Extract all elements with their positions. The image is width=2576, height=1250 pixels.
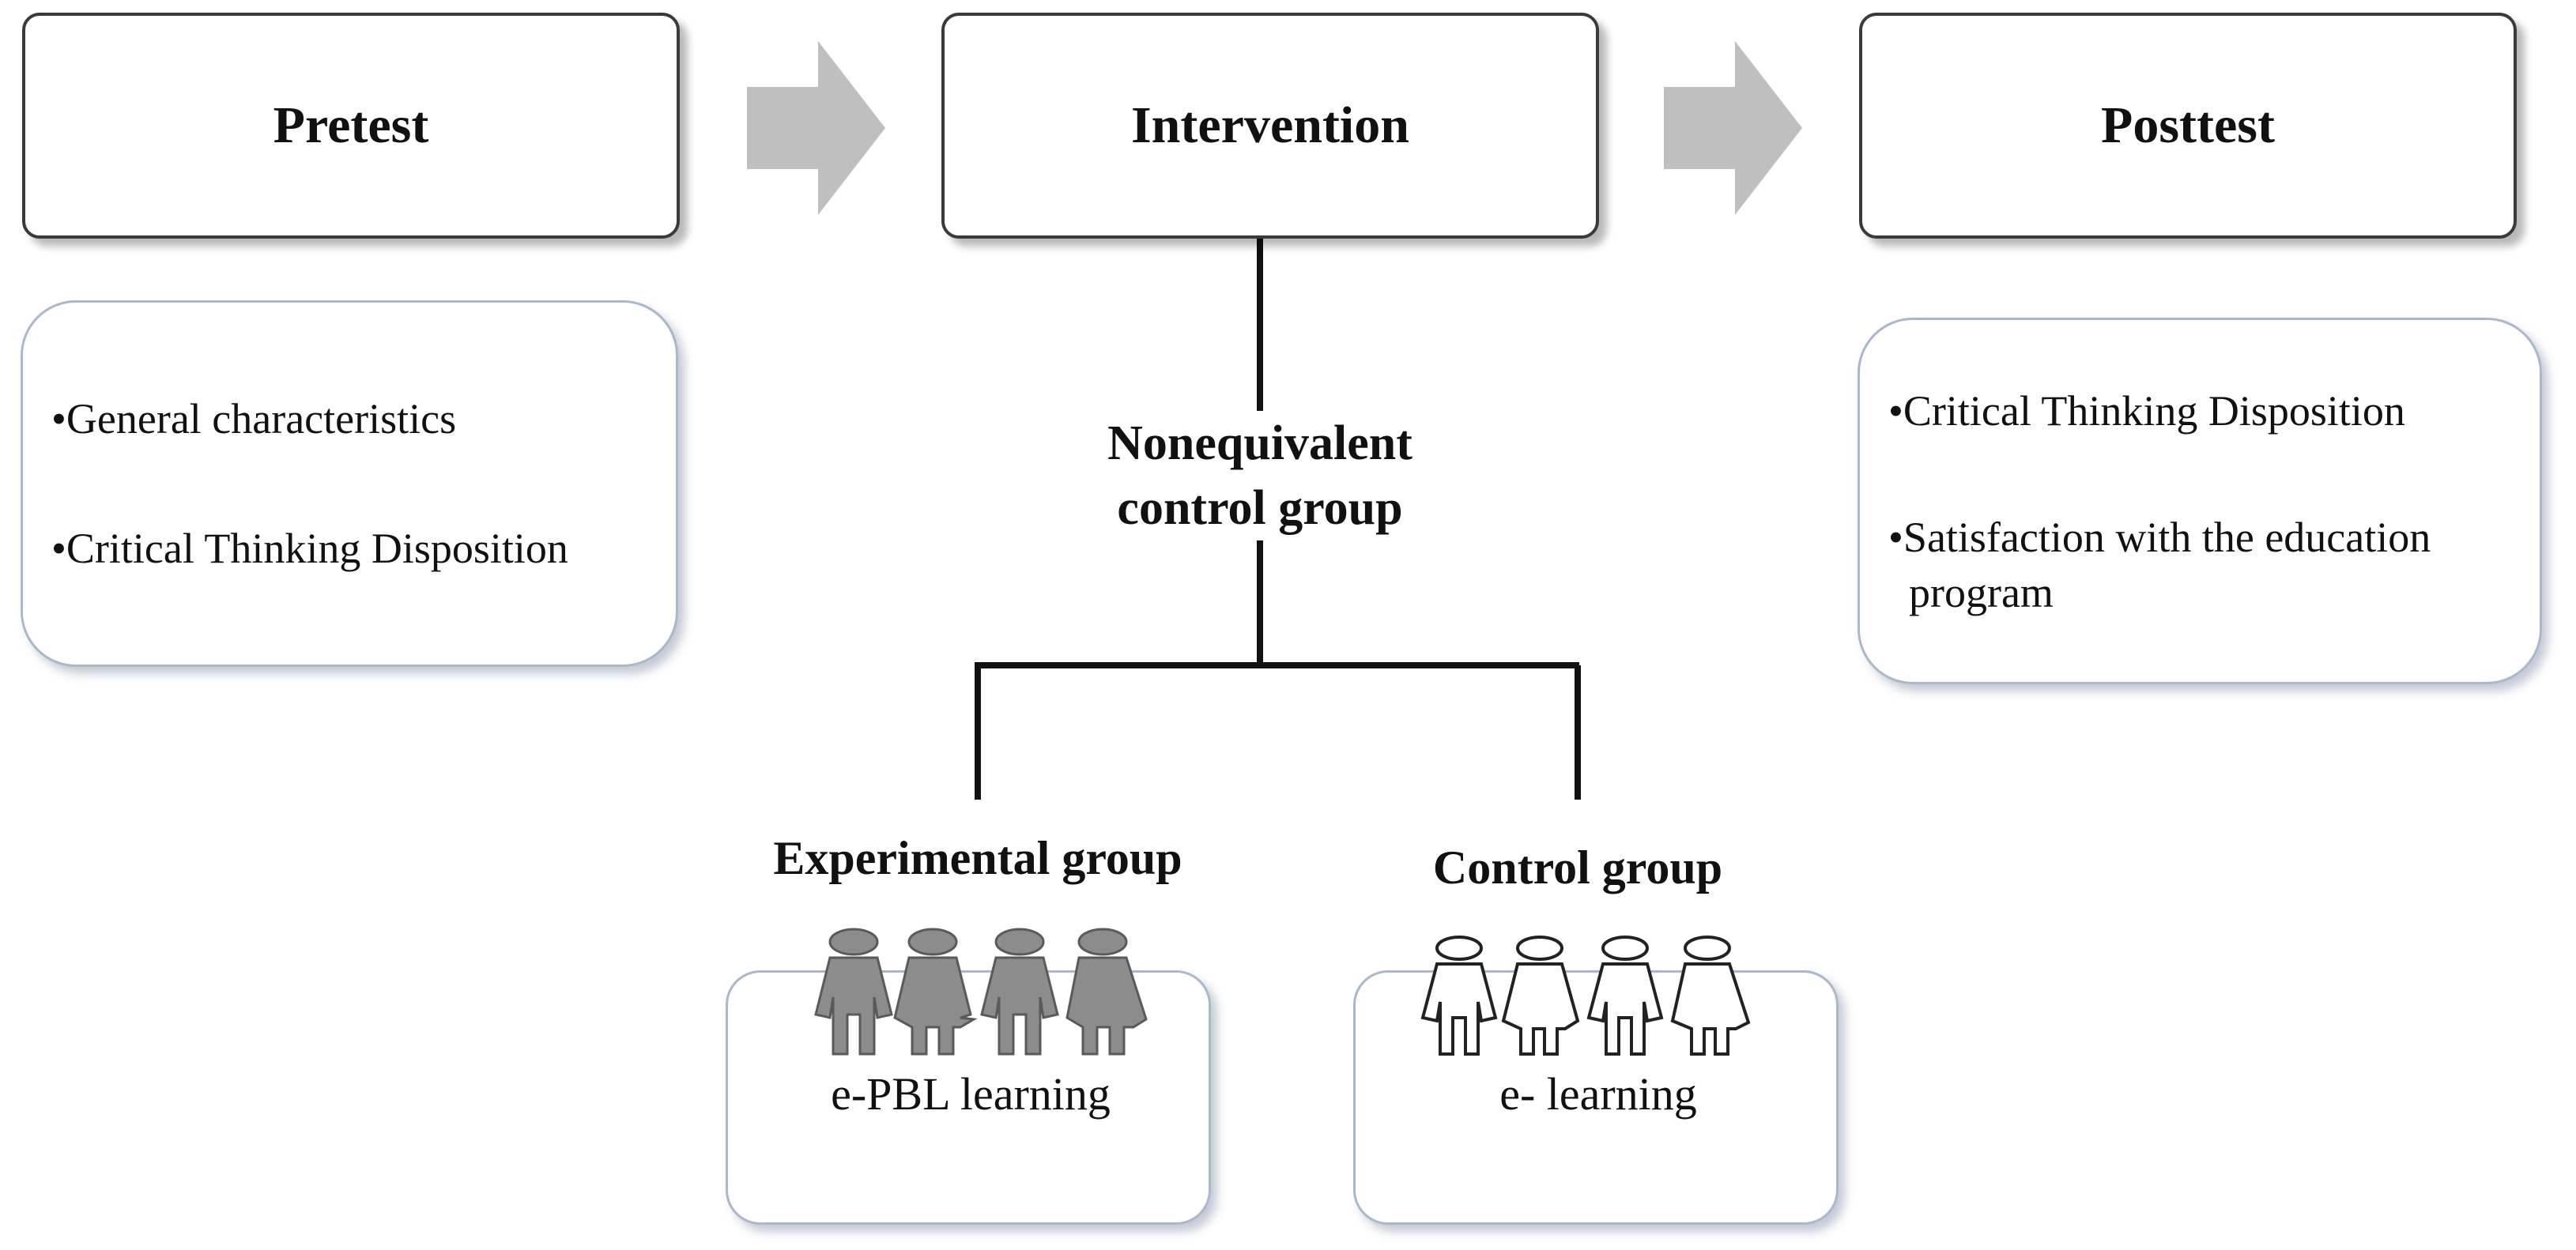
control-group-label: Control group	[1432, 841, 1723, 894]
design-label: Nonequivalent control group	[1089, 411, 1431, 540]
experimental-learning-box: e-PBL learning	[726, 970, 1211, 1225]
posttest-box: Posttest	[1859, 13, 2517, 239]
arrow-pretest-to-intervention	[747, 41, 885, 215]
bullet-glyph: •	[1888, 514, 1903, 561]
posttest-item: •Critical Thinking Disposition	[1888, 387, 2405, 435]
posttest-item-continued: program	[1909, 569, 2054, 616]
posttest-item: •Satisfaction with the education	[1888, 514, 2431, 561]
pretest-title: Pretest	[273, 96, 429, 154]
intervention-box: Intervention	[941, 13, 1599, 239]
pretest-box: Pretest	[22, 13, 680, 239]
people-outline-icon	[1420, 936, 1751, 1056]
control-learning-label: e- learning	[1499, 1068, 1697, 1120]
person-icon	[1501, 936, 1580, 1056]
pretest-item: •Critical Thinking Disposition	[51, 525, 568, 572]
person-icon	[1586, 936, 1664, 1056]
intervention-title: Intervention	[1131, 96, 1409, 154]
bullet-glyph: •	[1888, 387, 1903, 435]
person-icon	[893, 928, 978, 1056]
experimental-learning-label: e-PBL learning	[831, 1068, 1111, 1120]
arrow-intervention-to-posttest	[1664, 41, 1802, 215]
person-icon	[1065, 928, 1148, 1056]
people-filled-icon	[814, 928, 1148, 1056]
pretest-item: •General characteristics	[51, 395, 457, 442]
pretest-info-box: •General characteristics •Critical Think…	[21, 300, 678, 667]
bullet-glyph: •	[51, 395, 66, 442]
design-label-line1: Nonequivalent	[1107, 416, 1412, 470]
bullet-glyph: •	[51, 525, 66, 572]
person-icon	[980, 928, 1059, 1056]
posttest-title: Posttest	[2101, 96, 2275, 154]
person-icon	[1670, 936, 1751, 1056]
posttest-info-box: •Critical Thinking Disposition •Satisfac…	[1858, 318, 2542, 684]
design-label-line2: control group	[1117, 481, 1403, 535]
experimental-group-label: Experimental group	[773, 832, 1182, 884]
person-icon	[1420, 936, 1498, 1056]
person-icon	[814, 928, 893, 1056]
